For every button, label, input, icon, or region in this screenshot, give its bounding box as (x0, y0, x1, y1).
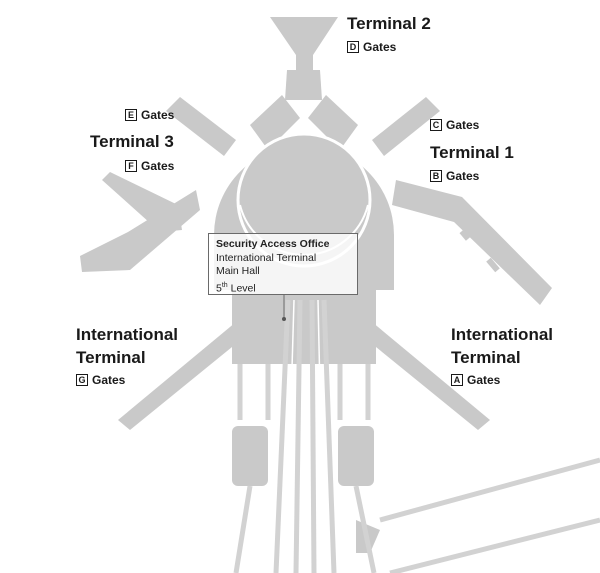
level-suffix: th (221, 281, 228, 289)
roadways (233, 299, 600, 573)
hub-shoulder-right (308, 95, 358, 150)
title-line-1: International (451, 325, 554, 344)
gate-label: Gates (467, 373, 501, 387)
terminal-3-pier-spur (102, 172, 182, 232)
terminal-1-gates-c: C Gates (430, 118, 479, 132)
gate-label: Gates (92, 373, 126, 387)
international-gates-g: G Gates (76, 373, 125, 387)
gate-letter-badge: C (430, 119, 442, 131)
international-terminal-left-title: International Terminal (76, 323, 178, 369)
terminal-1-gates-b: B Gates (430, 169, 479, 183)
international-terminal-right-title: International Terminal (451, 323, 553, 369)
callout-line-terminal: International Terminal (216, 251, 317, 264)
international-gates-a: A Gates (451, 373, 500, 387)
terminal-1-title: Terminal 1 (430, 143, 514, 162)
terminal-2-gates-d: D Gates (347, 40, 396, 54)
gate-letter-badge: E (125, 109, 137, 121)
callout-line-level: 5th Level (216, 279, 357, 296)
terminal-2-pier (270, 17, 338, 70)
level-text: Level (227, 282, 256, 294)
title-line-2: Terminal (76, 348, 146, 367)
gate-letter-badge: F (125, 160, 137, 172)
garage-right (338, 426, 374, 486)
terminal-1-finger-2 (486, 257, 500, 273)
international-main-hall (232, 290, 376, 364)
gate-letter-badge: D (347, 41, 359, 53)
terminal-1-pier-lower (392, 180, 552, 305)
terminal-2-connector (285, 70, 322, 100)
gate-label: Gates (446, 118, 480, 132)
security-access-office-callout: Security Access Office International Ter… (208, 233, 358, 295)
level-number: 5 (216, 282, 222, 294)
gate-label: Gates (446, 169, 480, 183)
terminal-1-pier-upper (372, 97, 440, 156)
gate-label: Gates (363, 40, 397, 54)
international-pier-right (360, 322, 490, 430)
garage-left (232, 426, 268, 486)
terminal-3-gates-f: F Gates (125, 159, 174, 173)
callout-line-hall: Main Hall (216, 265, 260, 277)
gate-letter-badge: A (451, 374, 463, 386)
terminal-2-title: Terminal 2 (347, 14, 431, 33)
gate-letter-badge: B (430, 170, 442, 182)
hub-shoulder-left (250, 95, 300, 150)
international-pier-left (118, 322, 248, 430)
title-line-1: International (76, 325, 179, 344)
roadway-edges (285, 299, 325, 573)
callout-pointer-dot (282, 317, 286, 321)
gate-label: Gates (141, 108, 175, 122)
terminal-3-pier-upper (166, 97, 236, 156)
title-line-2: Terminal (451, 348, 521, 367)
callout-title: Security Access Office (216, 238, 330, 250)
gate-label: Gates (141, 159, 175, 173)
terminal-1-finger-1 (459, 229, 471, 241)
gate-letter-badge: G (76, 374, 88, 386)
terminal-3-title: Terminal 3 (90, 132, 174, 151)
terminal-3-gates-e: E Gates (125, 108, 174, 122)
